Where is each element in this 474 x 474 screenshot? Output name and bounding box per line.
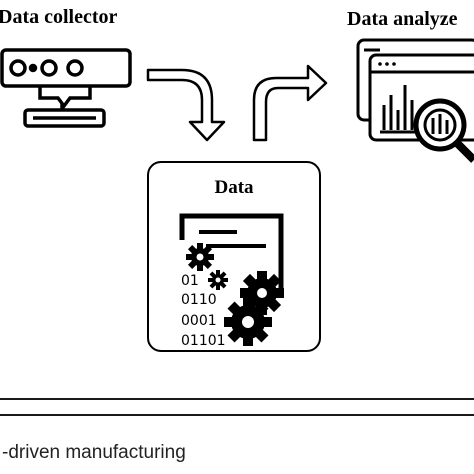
analytics-monitor-icon <box>356 38 474 163</box>
data-collector-label: Data collector <box>0 6 118 28</box>
binary-line: 01 <box>181 273 199 289</box>
binary-line: 0110 <box>181 292 217 308</box>
figure-caption: -driven manufacturing <box>2 442 186 463</box>
diagram-graphics <box>0 38 474 346</box>
data-box: Data <box>147 161 321 352</box>
large-gear-icon <box>224 298 272 346</box>
data-analyzer-label: Data analyze <box>347 8 458 30</box>
binary-line: 0001 <box>181 313 217 329</box>
tiny-gear-icon <box>208 270 228 290</box>
diagram: Data collector Data analyze <box>0 6 474 352</box>
binary-line: 01101 <box>181 333 226 349</box>
document-gears-icon <box>179 213 284 346</box>
flow-arrow-down <box>146 68 226 142</box>
small-gear-icon <box>186 243 214 271</box>
flow-arrow-up <box>252 64 328 142</box>
data-box-title: Data <box>214 177 254 198</box>
divider <box>0 398 474 400</box>
sensor-camera-icon <box>0 48 132 128</box>
divider <box>0 414 474 416</box>
